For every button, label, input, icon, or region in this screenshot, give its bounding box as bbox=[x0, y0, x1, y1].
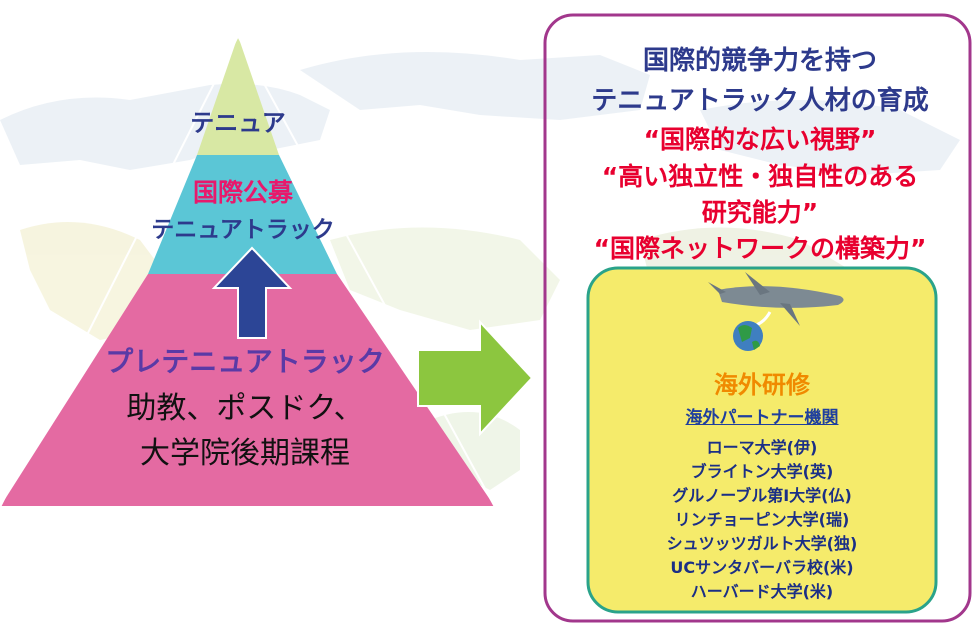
goals-frame bbox=[543, 13, 972, 623]
pyramid-tier-bottom-label-2: 助教、ポスドク、 bbox=[126, 391, 364, 426]
institution-item: ブライトン大学(英) bbox=[690, 462, 834, 481]
goals-quote-2-line2: 研究能力” bbox=[701, 198, 819, 227]
pyramid-tier-bottom-label-3: 大学院後期課程 bbox=[140, 436, 350, 471]
pyramid-tier-bottom-label-1: プレテニュアトラック bbox=[105, 345, 385, 378]
pyramid-tier-middle-label-1: 国際公募 bbox=[192, 178, 293, 207]
pyramid-tier-top-label: テニュア bbox=[190, 109, 286, 137]
pyramid-outline bbox=[0, 33, 497, 508]
goals-heading-line2: テニュアトラック人材の育成 bbox=[591, 86, 929, 116]
goals-heading-line1: 国際的競争力を持つ bbox=[642, 46, 877, 76]
airplane-icon bbox=[708, 272, 844, 329]
up-arrow bbox=[211, 246, 293, 339]
pyramid-tier-middle-label-2: テニュアトラック bbox=[151, 217, 335, 243]
institution-item: リンチョーピン大学(瑞) bbox=[674, 510, 850, 529]
institution-list: ローマ大学(伊) ブライトン大学(英) グルノーブル第Ⅰ大学(仏) リンチョーピ… bbox=[588, 436, 936, 604]
institution-item: ローマ大学(伊) bbox=[706, 438, 818, 457]
goals-quote-3: “国際ネットワークの構築力” bbox=[593, 234, 927, 263]
institution-item: UCサンタバーバラ校(米) bbox=[670, 558, 854, 577]
institution-item: ハーバード大学(米) bbox=[690, 582, 834, 601]
overseas-title: 海外研修 bbox=[714, 371, 810, 399]
pyramid-tier-middle bbox=[148, 155, 337, 274]
globe-icon bbox=[733, 321, 763, 351]
institution-item: シュツッツガルト大学(独) bbox=[666, 534, 858, 553]
pyramid bbox=[0, 33, 497, 508]
goals-quote-2-line1: “高い独立性・独自性のある bbox=[601, 162, 919, 191]
overseas-box bbox=[586, 266, 938, 614]
pyramid-tier-bottom bbox=[0, 274, 495, 507]
pyramid-tier-top bbox=[197, 36, 279, 155]
partners-heading: 海外パートナー機関 bbox=[685, 408, 839, 428]
right-arrow bbox=[417, 319, 534, 437]
institution-item: グルノーブル第Ⅰ大学(仏) bbox=[672, 486, 852, 505]
goals-quote-1: “国際的な広い視野” bbox=[643, 125, 877, 154]
